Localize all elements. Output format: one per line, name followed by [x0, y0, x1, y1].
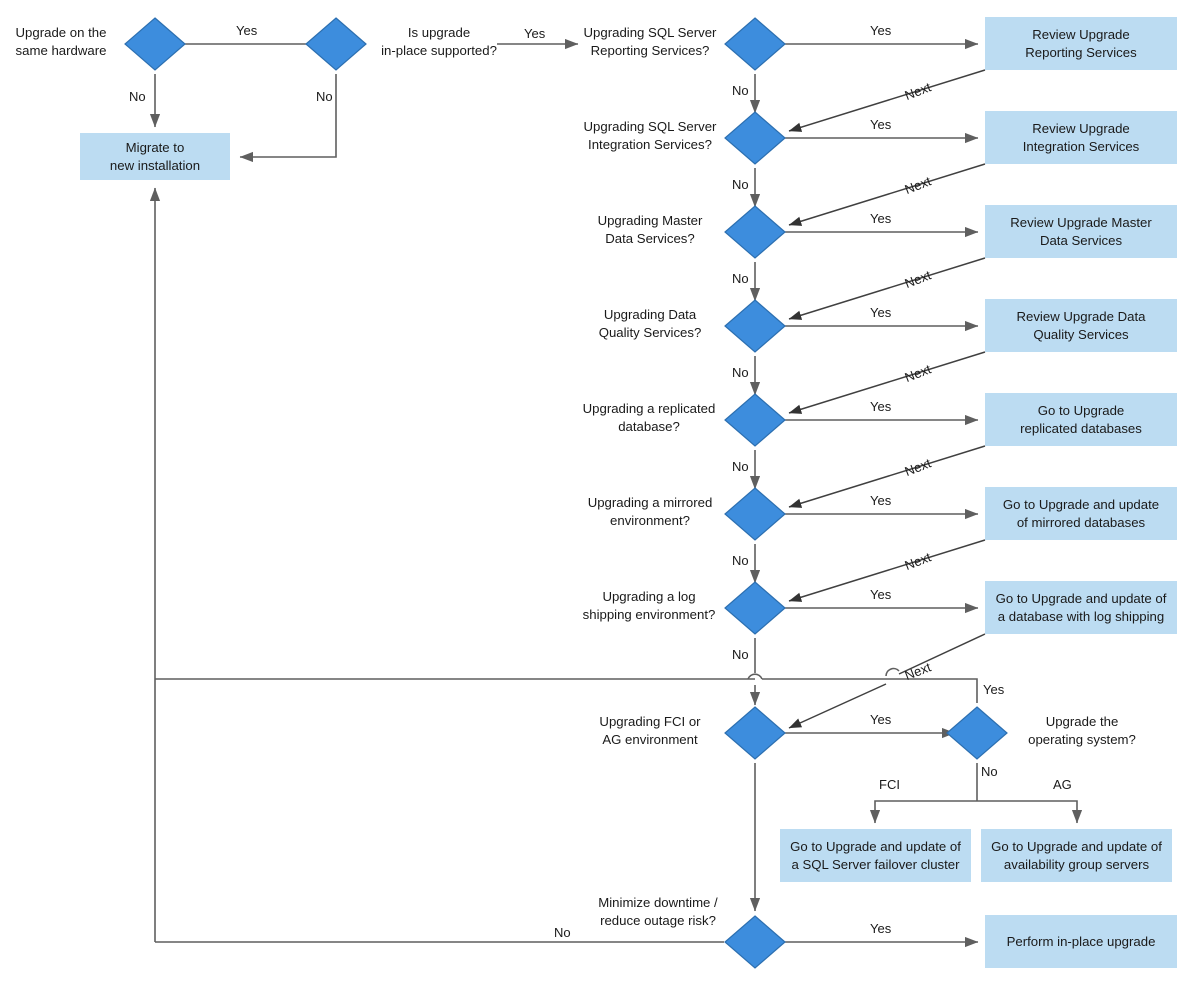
edge-next-dataquality: [788, 351, 986, 414]
label-box-goto-mirrored[interactable]: Go to Upgrade and update of mirrored dat…: [1002, 496, 1160, 530]
node-q-upgrade-operating-system[interactable]: [946, 706, 1008, 760]
node-box-review-master-data[interactable]: [985, 205, 1177, 258]
edge-label-minimize-yes: Yes: [870, 921, 892, 936]
node-box-goto-failover-cluster[interactable]: [780, 829, 971, 882]
node-box-goto-log-shipping[interactable]: [985, 581, 1177, 634]
node-q-minimize-downtime[interactable]: [724, 915, 786, 969]
edge-next-replicated: [788, 445, 986, 508]
edge-label-hardware-no: No: [129, 89, 146, 104]
edge-label-dataquality-yes: Yes: [870, 305, 892, 320]
edge-next-integration: [788, 163, 986, 226]
edge-label-replicated-no: No: [732, 459, 749, 474]
edge-label-fci: FCI: [879, 777, 900, 792]
label-box-review-data-quality[interactable]: Review Upgrade Data Quality Services: [1016, 308, 1146, 342]
edge-next-masterdata: [788, 257, 986, 320]
node-q-data-quality-services[interactable]: [724, 299, 786, 353]
label-box-review-reporting[interactable]: Review Upgrade Reporting Services: [1025, 26, 1137, 60]
node-q-reporting-services[interactable]: [724, 17, 786, 71]
edge-next-logshipping-b: [788, 683, 887, 729]
edge-inplace-no: [239, 74, 337, 163]
edge-label-masterdata-yes: Yes: [870, 211, 892, 226]
node-box-perform-inplace-upgrade[interactable]: [985, 915, 1177, 968]
edge-label-minimize-no: No: [554, 925, 571, 940]
label-box-goto-failover-cluster[interactable]: Go to Upgrade and update of a SQL Server…: [790, 838, 961, 872]
label-box-review-master-data[interactable]: Review Upgrade Master Data Services: [1010, 214, 1152, 248]
node-box-goto-replicated[interactable]: [985, 393, 1177, 446]
node-q-fci-ag-environment[interactable]: [724, 706, 786, 760]
node-upgrade-same-hardware[interactable]: [124, 17, 186, 71]
label-box-perform-inplace-upgrade[interactable]: Perform in-place upgrade: [1006, 933, 1156, 949]
node-q-log-shipping-environment[interactable]: [724, 581, 786, 635]
node-q-master-data-services[interactable]: [724, 205, 786, 259]
edge-label-dataquality-no: No: [732, 365, 749, 380]
edge-label-fci-yes: Yes: [870, 712, 892, 727]
label-box-review-integration[interactable]: Review Upgrade Integration Services: [1022, 120, 1140, 154]
edge-label-ag: AG: [1053, 777, 1072, 792]
edge-label-os-no: No: [981, 764, 998, 779]
node-box-goto-mirrored[interactable]: [985, 487, 1177, 540]
label-box-goto-availability-group[interactable]: Go to Upgrade and update of availability…: [991, 838, 1162, 872]
edge-next-mirrored: [788, 539, 986, 602]
line-hop-2: [885, 667, 900, 677]
edge-label-inplace-yes: Yes: [524, 26, 546, 41]
edge-branch-fci: [869, 800, 977, 824]
edge-label-reporting-yes: Yes: [870, 23, 892, 38]
node-migrate-new-installation[interactable]: [80, 133, 230, 180]
node-box-review-reporting[interactable]: [985, 17, 1177, 70]
edge-label-integration-no: No: [732, 177, 749, 192]
label-migrate-new-installation[interactable]: Migrate to new installation: [109, 139, 201, 173]
node-q-mirrored-environment[interactable]: [724, 487, 786, 541]
edge-label-inplace-no: No: [316, 89, 333, 104]
line-hop-1: [747, 673, 763, 680]
node-box-review-data-quality[interactable]: [985, 299, 1177, 352]
edge-next-logshipping-a: [898, 633, 986, 675]
edge-branch-ag: [977, 800, 1083, 824]
edge-label-logshipping-yes: Yes: [870, 587, 892, 602]
edge-label-hardware-yes: Yes: [236, 23, 258, 38]
edge-label-mirrored-yes: Yes: [870, 493, 892, 508]
node-inplace-supported[interactable]: [305, 17, 367, 71]
node-box-review-integration[interactable]: [985, 111, 1177, 164]
edge-label-masterdata-no: No: [732, 271, 749, 286]
edge-os-yes: [762, 678, 978, 703]
node-q-integration-services[interactable]: [724, 111, 786, 165]
node-q-replicated-database[interactable]: [724, 393, 786, 447]
edge-label-os-yes: Yes: [983, 682, 1005, 697]
node-box-goto-availability-group[interactable]: [981, 829, 1172, 882]
edge-label-logshipping-no: No: [732, 647, 749, 662]
edge-label-mirrored-no: No: [732, 553, 749, 568]
edge-next-reporting: [788, 69, 986, 132]
edge-label-reporting-no: No: [732, 83, 749, 98]
edge-label-integration-yes: Yes: [870, 117, 892, 132]
edge-label-replicated-yes: Yes: [870, 399, 892, 414]
label-box-goto-replicated[interactable]: Go to Upgrade replicated databases: [1020, 402, 1142, 436]
label-box-goto-log-shipping[interactable]: Go to Upgrade and update of a database w…: [995, 590, 1167, 624]
